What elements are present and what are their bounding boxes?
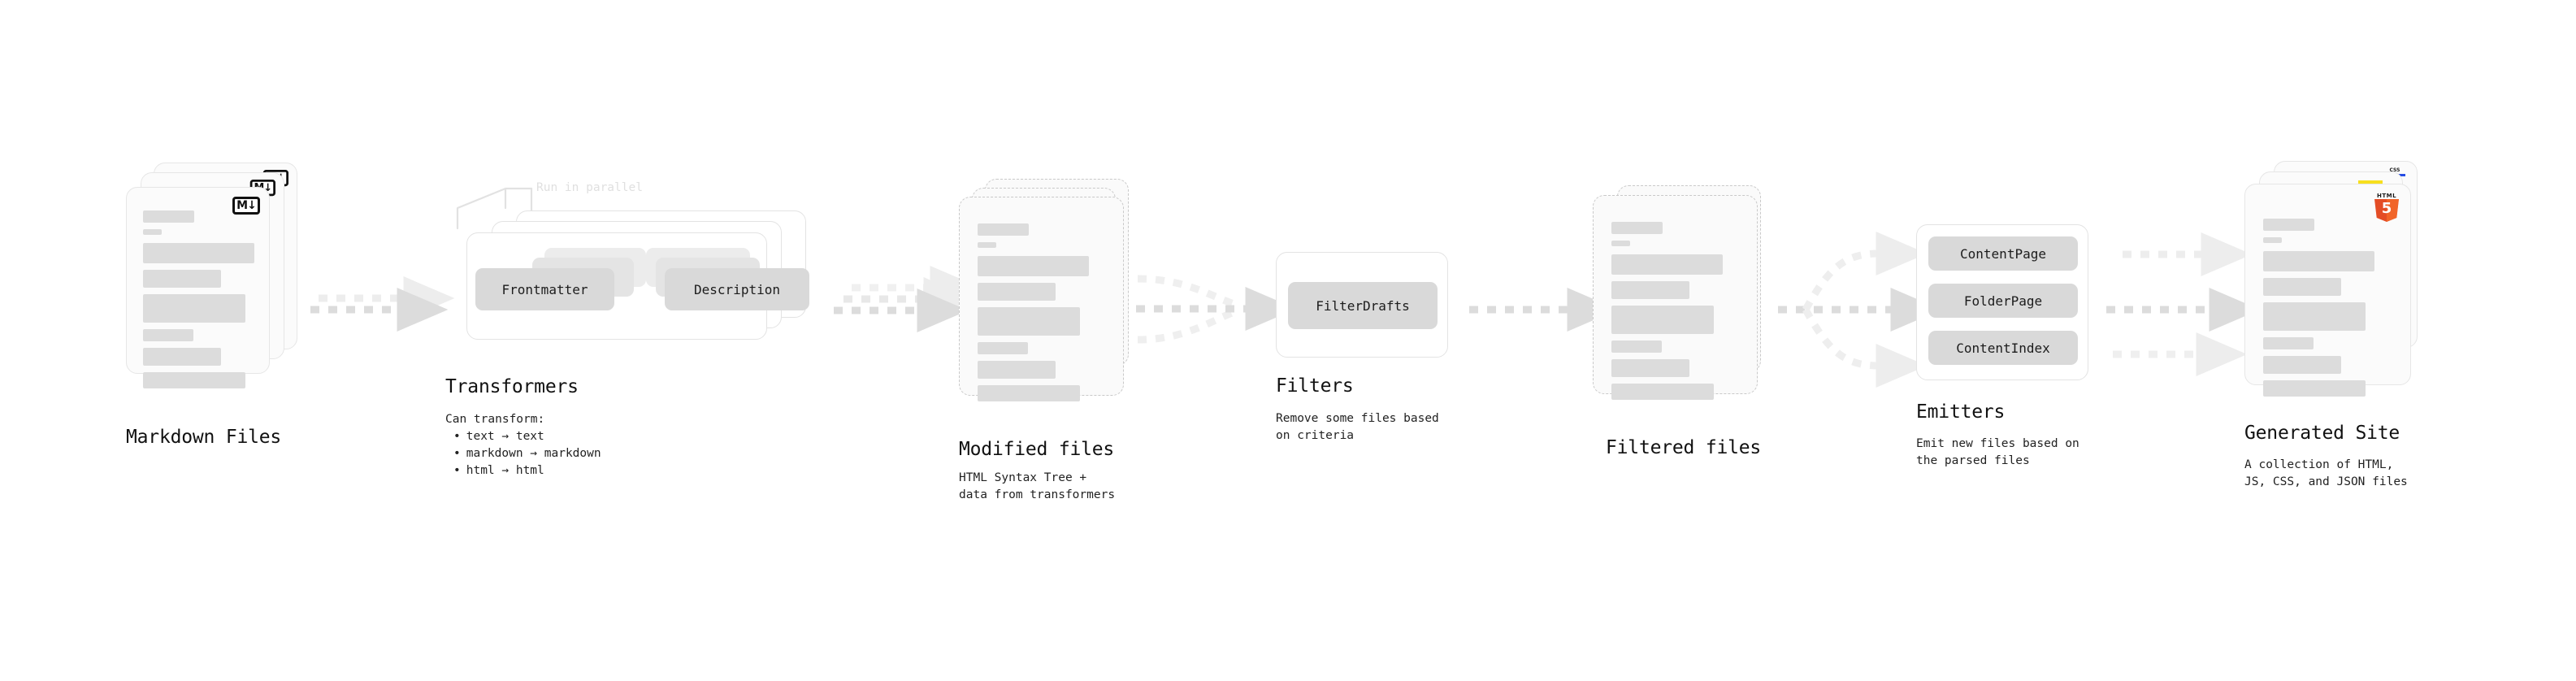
run-in-parallel-label: Run in parallel <box>536 181 643 194</box>
stage-title-emitters: Emitters <box>1916 401 2006 423</box>
doc-skeleton <box>1611 222 1741 400</box>
stage-filters[interactable]: FilterDrafts Filters Remove some files b… <box>1276 252 1448 442</box>
stage-sub-modified-files: HTML Syntax Tree + data from transformer… <box>959 471 1116 501</box>
stage-title-modified-files: Modified files <box>959 439 1115 460</box>
connector-markdown-to-transformers <box>310 276 455 332</box>
chip-filterdrafts[interactable]: FilterDrafts <box>1288 282 1438 329</box>
markdown-card-front[interactable]: M↓ <box>126 187 270 388</box>
stage-transformers[interactable]: Frontmatter Description Run in parallel … <box>445 181 829 477</box>
stage-title-transformers: Transformers <box>445 376 579 397</box>
transformer-box-front[interactable]: Frontmatter Description <box>466 232 809 340</box>
chip-frontmatter[interactable]: Frontmatter <box>475 268 614 310</box>
stage-sub-generated-site: A collection of HTML, JS, CSS, and JSON … <box>2244 458 2408 488</box>
stage-title-generated-site: Generated Site <box>2244 423 2400 444</box>
stage-emitters[interactable]: ContentPage FolderPage ContentIndex Emit… <box>1916 224 2088 467</box>
filtered-card-front[interactable] <box>1593 195 1758 400</box>
stage-title-filtered-files: Filtered files <box>1606 437 1762 458</box>
site-card-front[interactable]: HTML 5 <box>2244 184 2411 397</box>
transform-list-item: html → html <box>453 462 601 479</box>
doc-skeleton <box>978 223 1107 401</box>
transform-list-item: text → text <box>453 428 601 445</box>
transform-list-item: markdown → markdown <box>453 445 601 462</box>
doc-skeleton <box>143 210 254 388</box>
chip-description[interactable]: Description <box>665 268 809 310</box>
modified-card-front[interactable] <box>959 197 1124 401</box>
chip-folderpage[interactable]: FolderPage <box>1928 284 2078 318</box>
stage-filtered-files[interactable]: Filtered files <box>1593 185 1780 458</box>
connector-modified-to-filters <box>1136 275 1297 344</box>
markdown-icon: M↓ <box>232 197 260 215</box>
stage-sub-emitters: Emit new files based on the parsed files <box>1916 437 2079 467</box>
stage-modified-files[interactable]: Modified files HTML Syntax Tree + data f… <box>959 179 1146 501</box>
chip-contentpage[interactable]: ContentPage <box>1928 236 2078 271</box>
html5-icon: HTML 5 <box>2374 193 2399 222</box>
stage-markdown-files[interactable]: M↓ M↓ M↓ Markdown Files <box>126 163 309 448</box>
stage-sub-filters: Remove some files based on criteria <box>1276 412 1439 442</box>
stage-sub-transformers: Can transform: <box>445 413 545 426</box>
emitters-box[interactable]: ContentPage FolderPage ContentIndex <box>1916 224 2088 380</box>
stage-title-markdown-files: Markdown Files <box>126 427 282 448</box>
connector-emitters-to-site <box>2106 232 2261 376</box>
stage-generated-site[interactable]: CSS HTML 5 <box>2244 161 2439 488</box>
chip-contentindex[interactable]: ContentIndex <box>1928 331 2078 365</box>
stage-title-filters: Filters <box>1276 375 1354 397</box>
connector-transformers-to-modified <box>834 266 982 332</box>
transform-list: text → text markdown → markdown html → h… <box>445 428 601 479</box>
doc-skeleton <box>2263 219 2394 397</box>
connector-filtered-to-emitters <box>1778 232 1942 388</box>
filters-box[interactable]: FilterDrafts <box>1276 252 1448 358</box>
